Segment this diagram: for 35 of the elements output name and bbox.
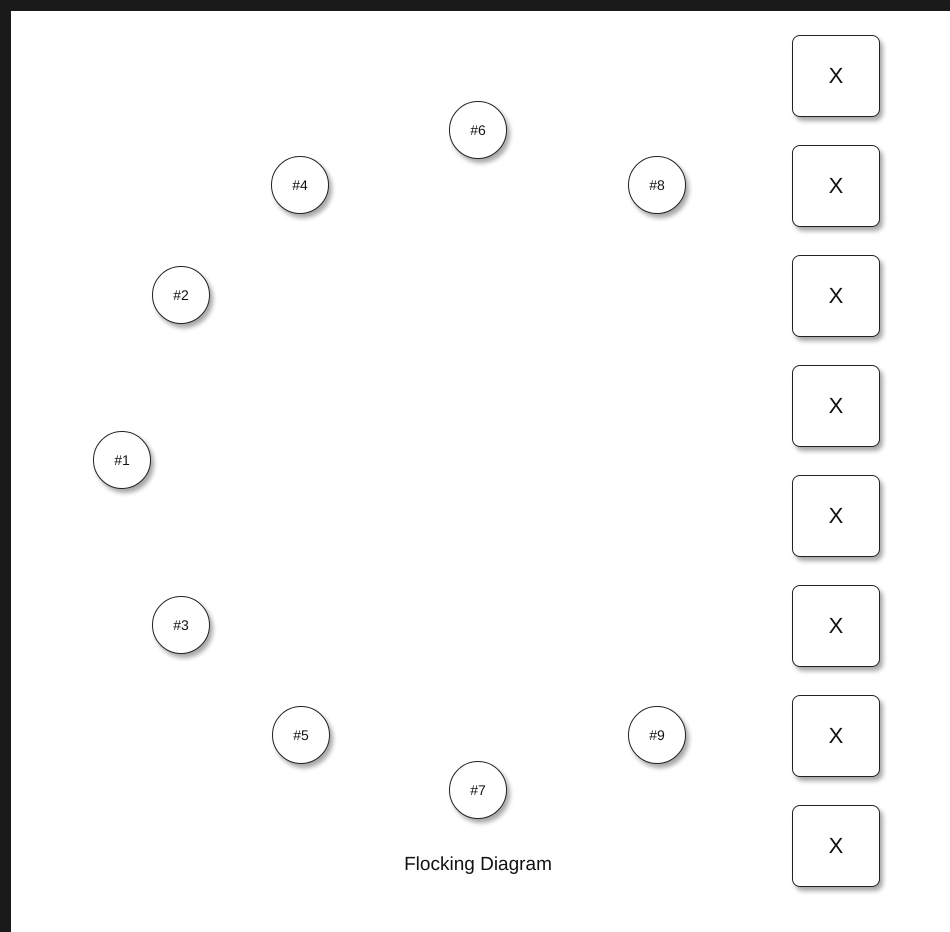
node-label: #9 [649, 727, 665, 743]
node-label: #6 [470, 122, 486, 138]
node-label: X [828, 613, 844, 639]
marked-box [792, 585, 880, 667]
node-label: #5 [293, 727, 309, 743]
node-label: X [828, 723, 844, 749]
marked-box [792, 145, 880, 227]
node-label: #1 [114, 452, 130, 468]
node-label: X [828, 503, 844, 529]
marked-box [792, 475, 880, 557]
position-circle [152, 596, 210, 654]
marked-box [792, 35, 880, 117]
position-circle [271, 156, 329, 214]
node-label: X [828, 63, 844, 89]
position-circle [93, 431, 151, 489]
node-label: X [828, 283, 844, 309]
position-circle [152, 266, 210, 324]
position-circle [449, 101, 507, 159]
marked-box [792, 255, 880, 337]
position-circle [628, 706, 686, 764]
node-label: X [828, 173, 844, 199]
position-circle [272, 706, 330, 764]
node-label: #3 [173, 617, 189, 633]
marked-box [792, 365, 880, 447]
node-label: #2 [173, 287, 189, 303]
node-label: #4 [292, 177, 308, 193]
position-circle [628, 156, 686, 214]
marked-box [792, 805, 880, 887]
position-circle [449, 761, 507, 819]
node-label: #8 [649, 177, 665, 193]
marked-box [792, 695, 880, 777]
node-label: X [828, 833, 844, 859]
caption: Flocking Diagram [404, 854, 552, 875]
node-label: X [828, 393, 844, 419]
node-label: #7 [470, 782, 486, 798]
